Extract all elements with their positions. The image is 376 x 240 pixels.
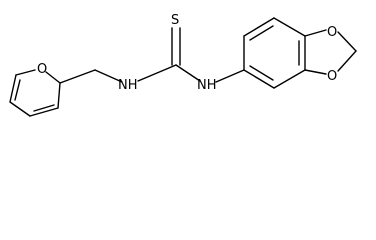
bond [273, 17, 306, 37]
nh-right-label: NH [197, 78, 217, 93]
bond [249, 25, 274, 41]
bond [215, 69, 245, 83]
bond [249, 65, 274, 81]
bond [304, 29, 327, 37]
bond [45, 71, 61, 84]
structure-canvas: O NH S NH O O [9, 13, 357, 117]
furan-oxygen-label: O [37, 62, 47, 77]
bond [57, 82, 61, 109]
sulfur-label: S [171, 13, 179, 28]
bond [94, 69, 123, 83]
bond [175, 64, 201, 82]
bond [337, 31, 357, 52]
bond [15, 69, 36, 76]
bond [59, 69, 96, 84]
bond [243, 17, 275, 37]
bond [33, 104, 55, 112]
dioxole-oxygen-bottom-label: O [327, 69, 337, 84]
bond [14, 79, 21, 101]
dioxole-ring [304, 29, 357, 75]
bond [29, 107, 59, 117]
benzene-ring [243, 17, 306, 89]
bond [304, 69, 327, 75]
bond [243, 69, 275, 89]
furan-ring [9, 69, 61, 117]
bond [273, 69, 306, 89]
bond [9, 101, 31, 117]
molecule-structure: O NH S NH O O [9, 13, 357, 117]
bond [337, 50, 357, 72]
bond [137, 64, 177, 82]
bond [9, 74, 17, 103]
nh-left-label: NH [118, 78, 138, 93]
dioxole-oxygen-top-label: O [327, 25, 337, 40]
